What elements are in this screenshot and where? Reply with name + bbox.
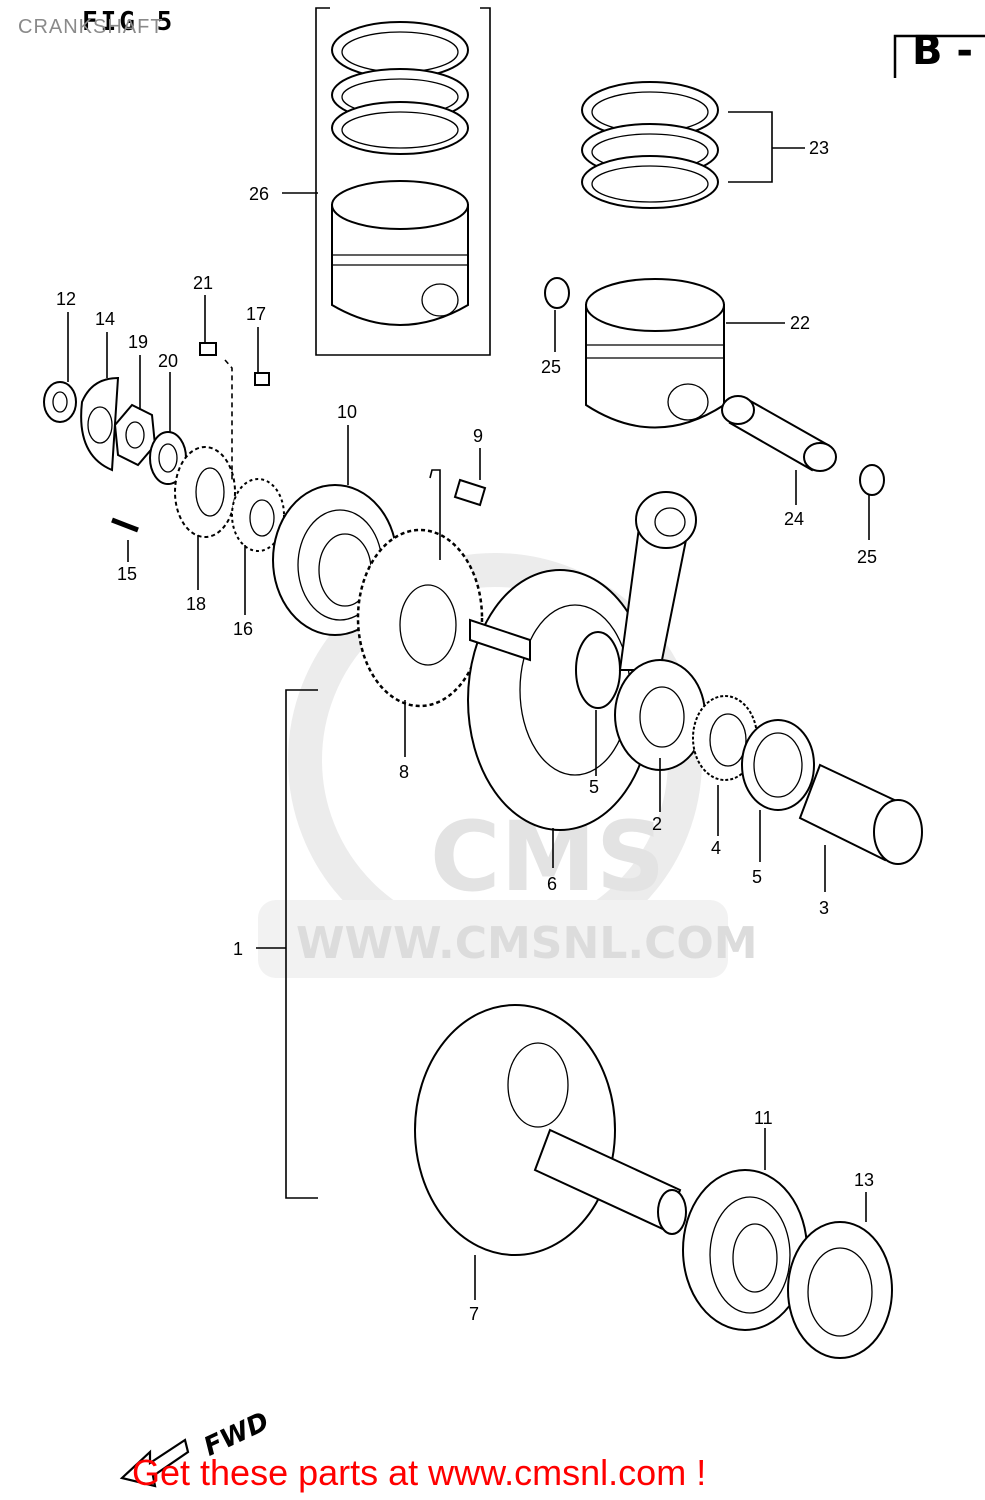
part-17-key	[254, 372, 270, 386]
callout-8: 8	[399, 762, 409, 782]
part-19-nut	[113, 403, 157, 467]
callouts: 1 2 3 4 5 5 6 7 8 9 10 11 12 13 14 15 16…	[56, 138, 877, 1324]
key-guide-lines	[224, 359, 233, 480]
callout-5-right: 5	[752, 867, 762, 887]
part-7-crankshaft-half	[414, 1004, 687, 1256]
part-1-assembly-bracket	[285, 689, 318, 1199]
part-11-bearing	[682, 1169, 808, 1331]
part-3-crank-pin	[798, 763, 923, 865]
part-24-piston-pin	[721, 395, 837, 472]
callout-13: 13	[854, 1170, 874, 1190]
forward-arrow-icon	[119, 1438, 190, 1488]
callout-23: 23	[809, 138, 829, 158]
callout-9: 9	[473, 426, 483, 446]
callout-22: 22	[790, 313, 810, 333]
callout-2: 2	[652, 814, 662, 834]
callout-24: 24	[784, 509, 804, 529]
callout-15: 15	[117, 564, 137, 584]
callout-12: 12	[56, 289, 76, 309]
callout-11: 11	[754, 1108, 773, 1128]
callout-6: 6	[547, 874, 557, 894]
callout-14: 14	[95, 309, 115, 329]
callout-25-lower: 25	[857, 547, 877, 567]
part-15-screw	[111, 517, 139, 533]
part-22-piston	[585, 278, 725, 429]
part-5-thrust-washer-right	[741, 719, 815, 811]
part-26-piston-kit	[315, 7, 491, 356]
part-23-piston-rings	[581, 81, 773, 209]
part-12-nut	[43, 381, 77, 423]
watermark-url: WWW.CMSNL.COM	[296, 918, 758, 969]
section-mark: B -	[912, 28, 973, 74]
figure-label: FIG 5	[82, 7, 175, 37]
callout-17: 17	[246, 304, 266, 324]
callout-20: 20	[158, 351, 178, 371]
callout-3: 3	[819, 898, 829, 918]
part-2-connecting-rod	[614, 491, 706, 771]
part-18-gear	[174, 446, 236, 538]
callout-16: 16	[233, 619, 253, 639]
leader-lines	[67, 147, 870, 1300]
part-14-lock-washer	[80, 376, 120, 472]
callout-18: 18	[186, 594, 206, 614]
part-13-oil-seal	[787, 1221, 893, 1359]
part-25-circlip-upper	[544, 277, 570, 309]
page-caption: CRANKSHAFT	[18, 16, 164, 38]
part-5-thrust-washer-left	[575, 631, 621, 709]
callout-19: 19	[128, 332, 148, 352]
callout-7: 7	[469, 1304, 479, 1324]
part-25-circlip-lower	[859, 464, 885, 496]
callout-21: 21	[193, 273, 213, 293]
section-box: B -	[893, 28, 985, 78]
part-8-gear	[356, 528, 484, 708]
part-16-gear	[231, 478, 285, 552]
callout-10: 10	[337, 402, 357, 422]
promo-link[interactable]: Get these parts at www.cmsnl.com !	[132, 1452, 707, 1493]
callout-5-left: 5	[589, 777, 599, 797]
callout-26: 26	[249, 184, 269, 204]
callout-1: 1	[233, 939, 243, 959]
part-21-key	[199, 342, 217, 356]
assembly-connector-lines	[429, 469, 441, 560]
callout-25-upper: 25	[541, 357, 561, 377]
part-9-bolt	[453, 478, 487, 507]
callout-4: 4	[711, 838, 721, 858]
